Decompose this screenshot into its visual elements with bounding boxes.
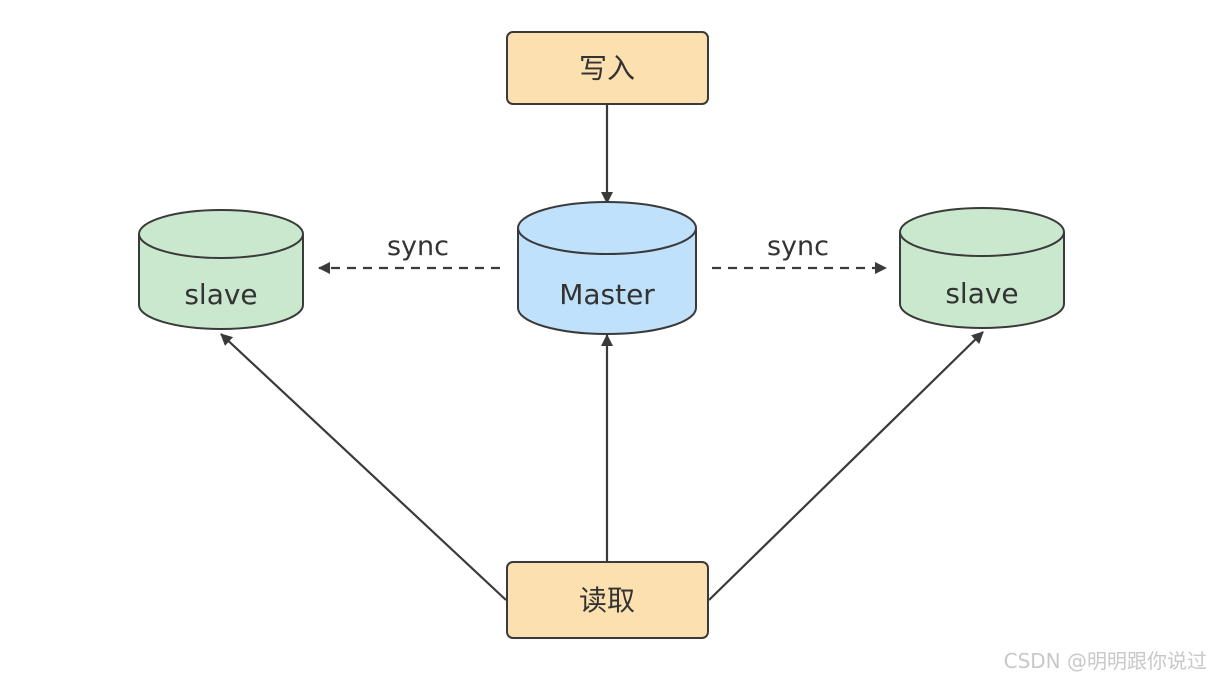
master-body: [517, 228, 697, 335]
slave-right-body: [899, 232, 1065, 329]
slave-right-cylinder: slave: [899, 207, 1065, 329]
write-box: [506, 31, 709, 105]
slave-left-top: [138, 209, 304, 259]
slave-left-body: [138, 234, 304, 330]
read-node: 读取: [506, 561, 709, 639]
slave-left-cylinder: slave: [138, 209, 304, 330]
read-box: [506, 561, 709, 639]
master-label: Master: [559, 278, 655, 311]
sync-label-left: sync: [387, 231, 449, 262]
edge-read-to-slave-right: [708, 331, 984, 601]
master-top: [517, 201, 697, 255]
edge-read-to-slave-left: [220, 333, 507, 601]
write-label: 写入: [579, 52, 635, 85]
master-cylinder: Master: [517, 201, 697, 335]
slave-right-top: [899, 207, 1065, 257]
watermark: CSDN @明明跟你说过: [1003, 649, 1207, 673]
edges: [220, 104, 984, 601]
write-node: 写入: [506, 31, 709, 105]
slave-right-label: slave: [945, 277, 1018, 310]
slave-left-label: slave: [184, 278, 257, 311]
read-label: 读取: [579, 584, 635, 617]
sync-label-right: sync: [767, 231, 829, 262]
